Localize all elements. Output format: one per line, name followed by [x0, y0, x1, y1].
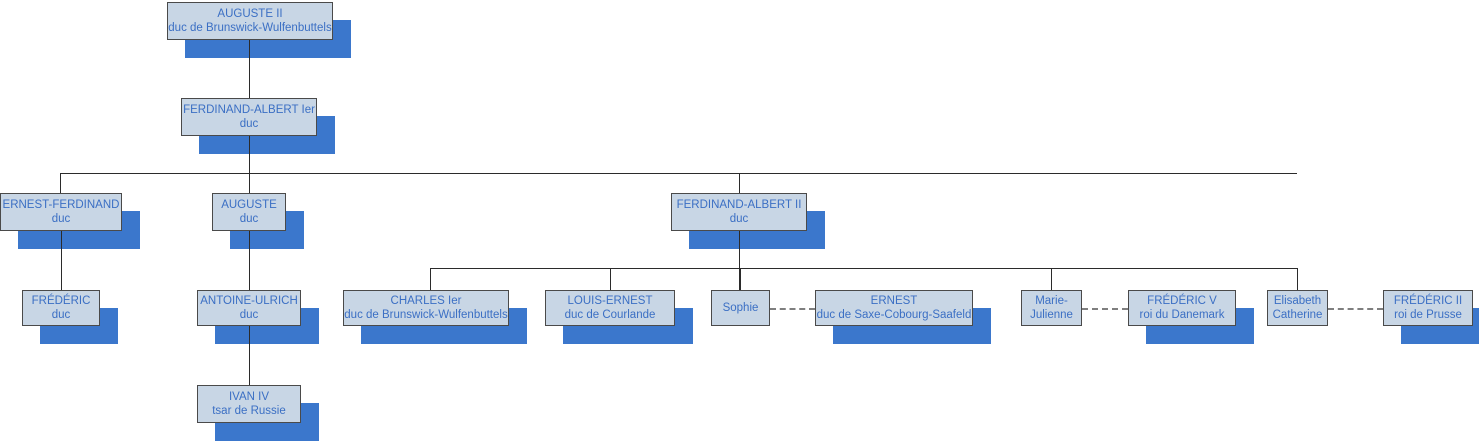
marriage-line-elisabeth-frederic-ii [1328, 308, 1383, 310]
node-subtitle: duc [239, 213, 259, 225]
node-title: IVAN IV [228, 390, 270, 403]
node-title: Marie- [1035, 294, 1068, 307]
node-title: ERNEST-FERDINAND [2, 198, 120, 211]
node-subtitle: duc [51, 309, 71, 321]
connector-trunk-ernest-ferdinand-down [61, 231, 62, 290]
node-subtitle: duc de Saxe-Cobourg-Saafeld [816, 309, 972, 321]
node-antoine-ulrich[interactable]: ANTOINE-ULRICH duc [197, 290, 301, 326]
node-title: CHARLES Ier [390, 294, 462, 307]
node-subtitle: Catherine [1272, 309, 1323, 321]
node-subtitle: tsar de Russie [212, 405, 286, 417]
node-frederic-v[interactable]: FRÉDÉRIC V roi du Danemark [1128, 290, 1236, 326]
node-ivan-iv[interactable]: IVAN IV tsar de Russie [197, 385, 301, 423]
connector-trunk-auguste-down [249, 231, 250, 290]
connector-drop-elisabeth-catherine [1297, 268, 1298, 290]
connector-bus-generation4 [430, 268, 1298, 269]
connector-drop-sophie [740, 268, 741, 290]
connector-drop-charles-ier [430, 268, 431, 290]
node-title: FERDINAND-ALBERT Ier [183, 103, 315, 116]
node-title: Elisabeth [1273, 294, 1322, 307]
node-subtitle: roi du Danemark [1139, 309, 1225, 321]
node-subtitle: duc de Brunswick-Wulfenbuttels [344, 309, 508, 321]
node-subtitle: roi de Prusse [1394, 309, 1462, 321]
node-title: AUGUSTE II [217, 7, 283, 20]
node-subtitle: duc de Courlande [564, 309, 656, 321]
node-auguste-ii[interactable]: AUGUSTE II duc de Brunswick-Wulfenbuttels [167, 2, 333, 40]
connector-trunk-fa2-to-bus4 [739, 231, 740, 290]
node-subtitle: duc [239, 118, 259, 130]
connector-bus-generation3 [60, 173, 1297, 174]
node-auguste[interactable]: AUGUSTE duc [212, 193, 286, 231]
node-charles-ier[interactable]: CHARLES Ier duc de Brunswick-Wulfenbuttel… [343, 290, 509, 326]
node-title: ANTOINE-ULRICH [200, 294, 298, 307]
node-subtitle: duc [51, 213, 71, 225]
node-title: AUGUSTE [221, 198, 277, 211]
node-louis-ernest[interactable]: LOUIS-ERNEST duc de Courlande [545, 290, 675, 326]
connector-trunk-antoine-ulrich-to-ivan [249, 326, 250, 385]
node-title: Sophie [722, 301, 759, 314]
node-ferdinand-albert-ii[interactable]: FERDINAND-ALBERT II duc [671, 193, 807, 231]
node-title: FRÉDÉRIC [31, 294, 91, 307]
marriage-line-sophie-ernest [770, 308, 815, 310]
connector-drop-ernest-ferdinand [60, 173, 61, 193]
marriage-line-marie-julienne-frederic-v [1082, 308, 1128, 310]
node-sophie[interactable]: Sophie [711, 290, 770, 326]
node-ferdinand-albert-ier[interactable]: FERDINAND-ALBERT Ier duc [181, 98, 317, 136]
node-frederic-ii[interactable]: FRÉDÉRIC II roi de Prusse [1383, 290, 1473, 326]
node-title: FRÉDÉRIC V [1147, 294, 1217, 307]
connector-drop-ferdinand-albert-ii [739, 173, 740, 193]
node-subtitle: Julienne [1030, 309, 1073, 321]
node-frederic[interactable]: FRÉDÉRIC duc [22, 290, 100, 326]
node-subtitle: duc [729, 213, 749, 225]
node-ernest-ferdinand[interactable]: ERNEST-FERDINAND duc [0, 193, 122, 231]
node-subtitle: duc [239, 309, 259, 321]
connector-drop-marie-julienne [1051, 268, 1052, 290]
connector-trunk-fa1-to-bus3 [249, 136, 250, 193]
connector-trunk-auguste2-to-fa1 [249, 40, 250, 98]
node-title: FERDINAND-ALBERT II [676, 198, 802, 211]
connector-drop-louis-ernest [610, 268, 611, 290]
node-title: LOUIS-ERNEST [567, 294, 653, 307]
node-title: FRÉDÉRIC II [1393, 294, 1463, 307]
node-subtitle: duc de Brunswick-Wulfenbuttels [168, 22, 332, 34]
node-title: ERNEST [870, 294, 918, 307]
node-marie-julienne[interactable]: Marie- Julienne [1021, 290, 1082, 326]
node-ernest-saxe-cobourg[interactable]: ERNEST duc de Saxe-Cobourg-Saafeld [815, 290, 973, 326]
